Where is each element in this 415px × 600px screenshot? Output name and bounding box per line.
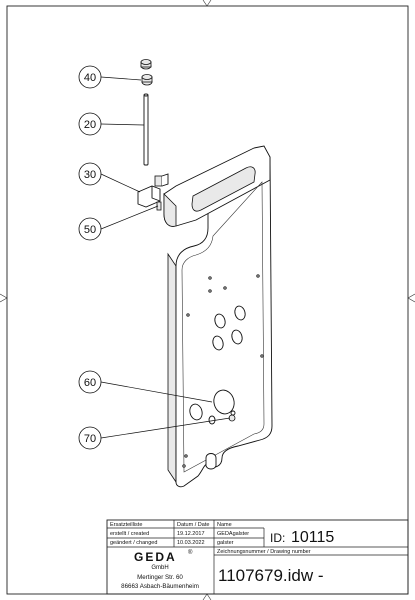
tb-company-city: 86663 Asbach-Bäumenheim: [121, 583, 199, 590]
leader-lines: [100, 76, 231, 439]
tb-changed-label: geändert / changed: [110, 540, 157, 546]
balloon-40-label: 40: [84, 72, 96, 84]
geda-logo-reg: ®: [188, 549, 193, 556]
title-block: Ersatzteilliste Datum / Date Name erstel…: [106, 519, 409, 595]
part-50-pin: [156, 201, 162, 211]
balloon-20: 20: [78, 112, 102, 136]
part-20-rod: [143, 93, 149, 166]
balloon-40: 40: [78, 65, 102, 89]
tb-datum-header: Datum / Date: [177, 522, 209, 528]
tb-drawing-number-label: Zeichnungsnummer / Drawing number: [217, 549, 311, 555]
balloon-30: 30: [78, 162, 102, 186]
balloon-30-label: 30: [84, 169, 96, 181]
tb-name-header: Name: [217, 522, 232, 528]
tb-id-label: ID:: [270, 531, 285, 545]
part-40-caps: [140, 59, 153, 86]
tb-drawing-number: 1107679.idw -: [218, 566, 324, 585]
balloon-50: 50: [78, 217, 102, 241]
balloon-70-label: 70: [84, 433, 96, 445]
geda-logo-text: GEDA: [134, 550, 177, 564]
balloon-20-label: 20: [84, 119, 96, 131]
main-plate: [163, 145, 273, 488]
balloon-60: 60: [78, 370, 102, 394]
tb-changed-name: galster: [217, 540, 234, 546]
balloon-50-label: 50: [84, 224, 96, 236]
balloon-60-label: 60: [84, 377, 96, 389]
tb-company-street: Mertinger Str. 60: [137, 574, 183, 581]
tb-ersatzteilliste: Ersatzteilliste: [110, 522, 142, 528]
part-30-latch: [137, 173, 169, 208]
balloon-70: 70: [78, 426, 102, 450]
tb-changed-date: 10.03.2022: [177, 540, 205, 546]
tb-created-name: GEDAgalster: [217, 531, 249, 537]
geda-logo: GEDA ®: [134, 549, 193, 564]
tb-created-label: erstellt / created: [110, 531, 149, 537]
tb-company-gmbh: GmbH: [151, 565, 168, 571]
tb-created-date: 19.12.2017: [177, 531, 205, 537]
tb-id-value: 10115: [291, 529, 334, 546]
